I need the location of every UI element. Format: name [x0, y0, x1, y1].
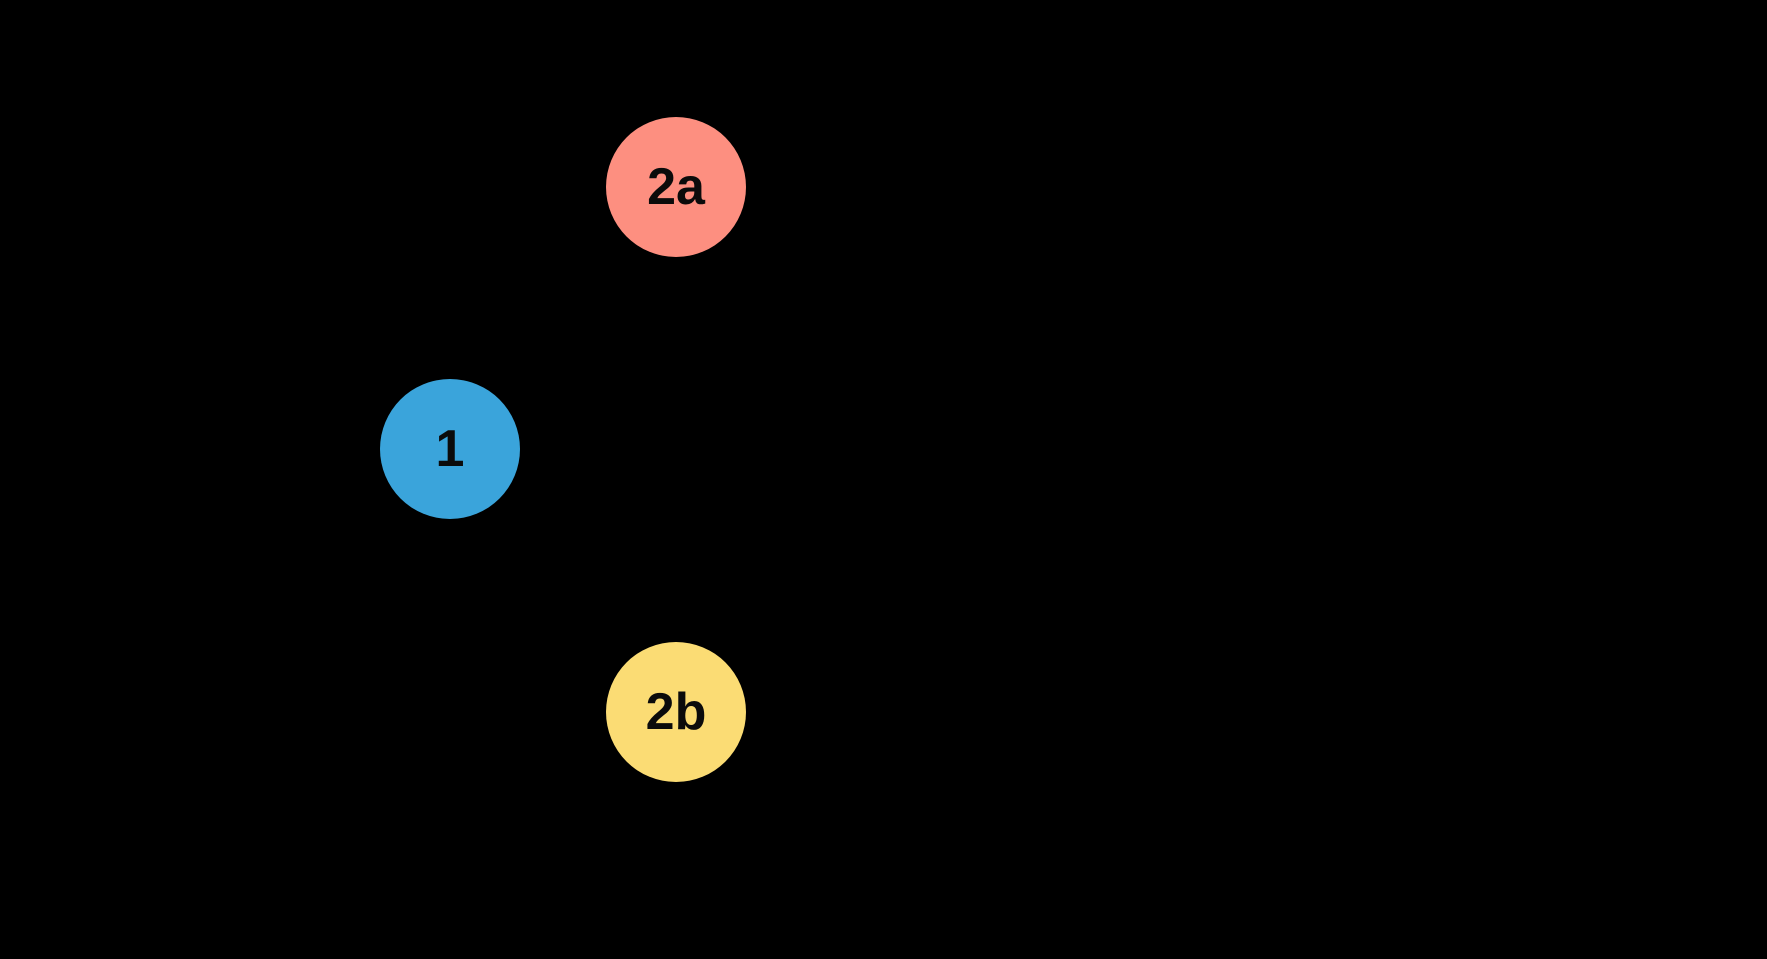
node-label: 2a: [647, 158, 705, 216]
node-label: 1: [435, 420, 465, 478]
graph-node-2a: 2a: [606, 117, 746, 257]
node-label: 2b: [645, 683, 707, 741]
graph-node-2b: 2b: [606, 642, 746, 782]
graph-node-1: 1: [380, 379, 520, 519]
